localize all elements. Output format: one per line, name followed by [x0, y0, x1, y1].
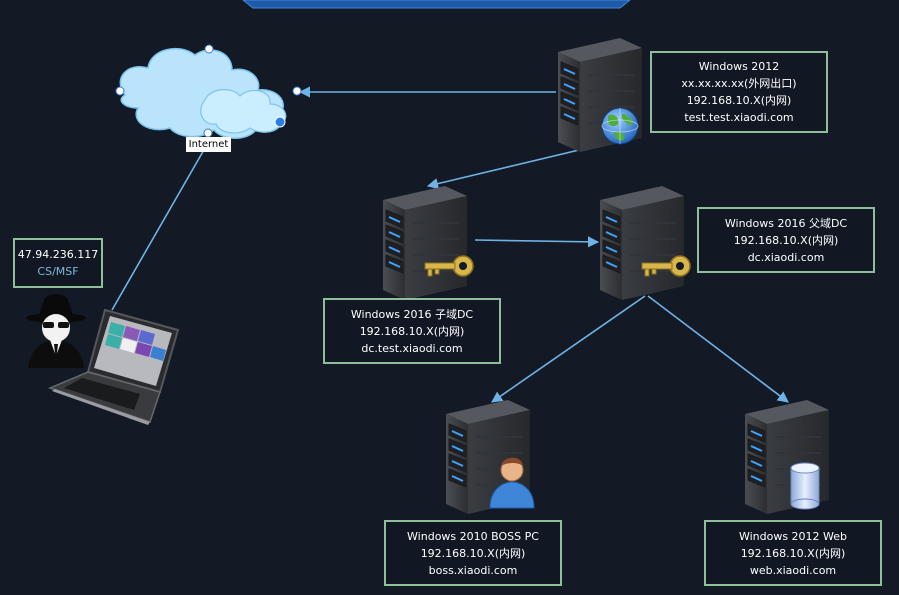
node-label-line: Windows 2010 BOSS PC: [407, 529, 539, 543]
link-parentdc-boss: [491, 295, 646, 403]
server-key-icon: [382, 185, 474, 301]
server-database-icon: [744, 399, 830, 515]
server-user-icon: [445, 399, 535, 515]
node-label-line: 192.168.10.X(内网): [686, 94, 792, 107]
node-label-child-dc: Windows 2016 子域DC 192.168.10.X(内网) dc.te…: [323, 298, 501, 364]
top-banner: [242, 0, 631, 9]
node-label-line: web.xiaodi.com: [749, 563, 837, 577]
node-label-line: 192.168.10.X(内网): [740, 546, 846, 560]
laptop-icon: [47, 308, 180, 425]
link-parentdc-web: [647, 295, 789, 403]
node-label-parent-dc: Windows 2016 父域DC 192.168.10.X(内网) dc.xi…: [697, 207, 875, 273]
node-label-boss-pc: Windows 2010 BOSS PC 192.168.10.X(内网) bo…: [384, 520, 562, 586]
connector-lines: [111, 86, 789, 403]
node-label-line: test.test.xiaodi.com: [684, 111, 794, 124]
node-label-line: boss.xiaodi.com: [428, 563, 518, 577]
node-label-line: dc.test.xiaodi.com: [361, 341, 463, 355]
link-childdc-parentdc: [474, 236, 600, 248]
link-attacker-internet: [111, 147, 206, 311]
node-label-line: Windows 2016 父域DC: [724, 216, 848, 230]
attacker-ip: 47.94.236.117: [17, 248, 99, 261]
node-label-line: 192.168.10.X(内网): [359, 324, 465, 338]
node-label-web: Windows 2012 Web 192.168.10.X(内网) web.xi…: [704, 520, 882, 586]
server-key-icon: [599, 185, 691, 301]
attacker-label: 47.94.236.117 CS/MSF: [13, 238, 103, 288]
node-label-line: dc.xiaodi.com: [747, 250, 825, 264]
node-label-line: 192.168.10.X(内网): [420, 546, 526, 560]
hacker-icon: [26, 294, 86, 368]
node-label-line: 192.168.10.X(内网): [733, 233, 839, 247]
node-label-line: Windows 2012: [698, 60, 780, 73]
node-label-line: xx.xx.xx.xx(外网出口): [681, 77, 797, 90]
node-label-edge: Windows 2012 xx.xx.xx.xx(外网出口) 192.168.1…: [650, 51, 828, 133]
attacker-tool: CS/MSF: [37, 265, 79, 278]
link-edge-childdc: [426, 144, 601, 190]
node-label-line: Windows 2016 子域DC: [350, 307, 474, 321]
internet-label: Internet: [186, 137, 231, 152]
server-globe-icon: [557, 37, 643, 153]
node-label-line: Windows 2012 Web: [738, 529, 848, 543]
internet-cloud-icon: [115, 44, 302, 139]
